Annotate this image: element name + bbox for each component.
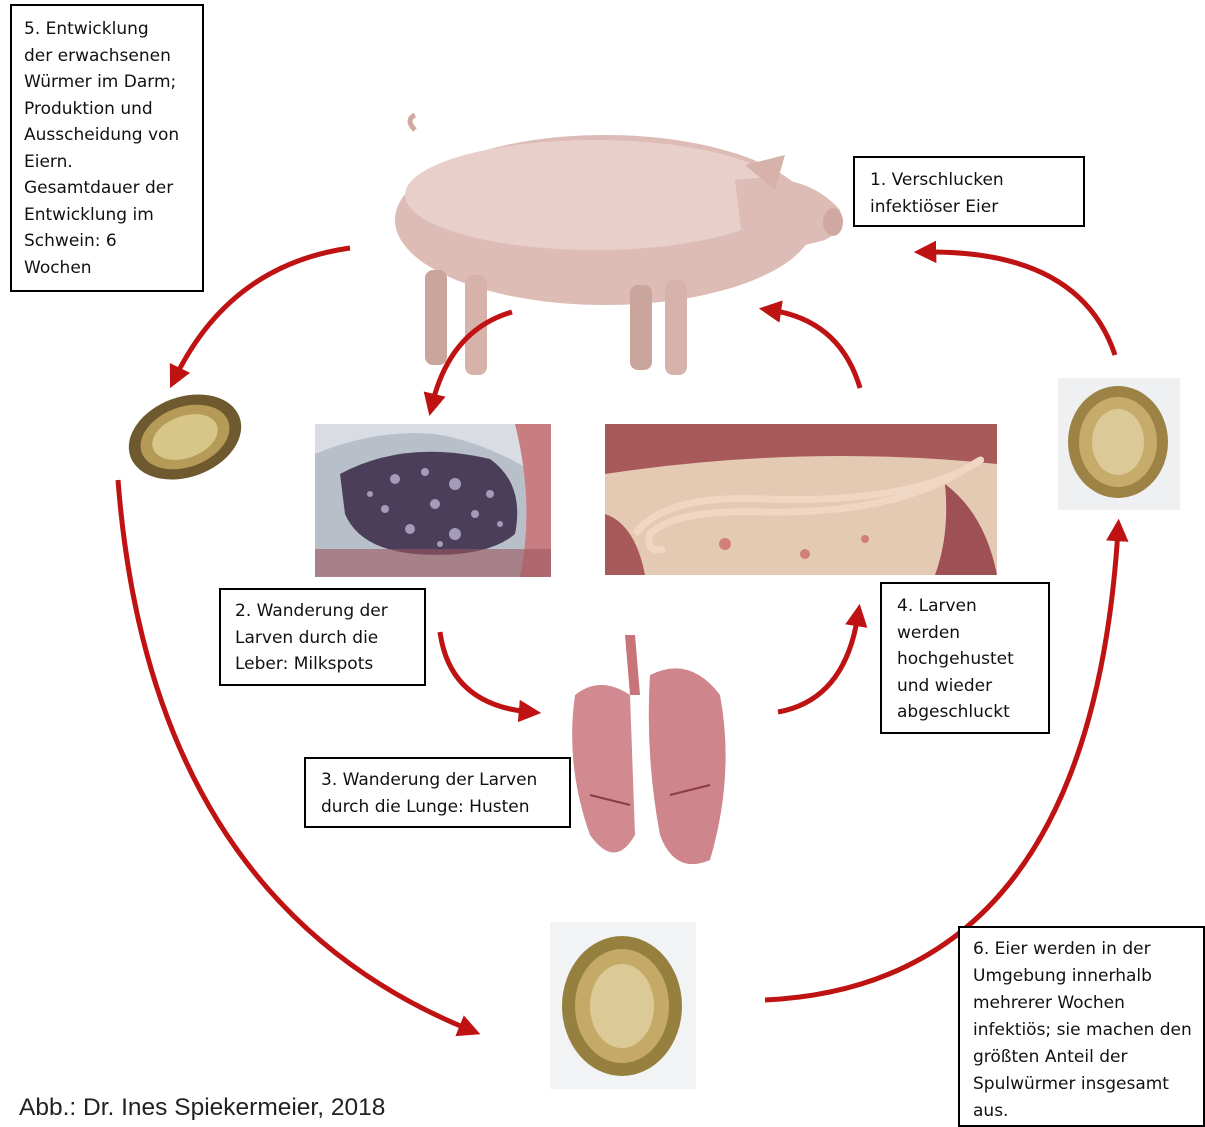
step5-line: Entwicklung im [24,202,190,229]
step1-box: 1. Verschlucken infektiöser Eier [853,156,1085,227]
step5-line: Ausscheidung von [24,122,190,149]
step6-line: mehrerer Wochen [973,990,1191,1017]
step6-box: 6. Eier werden in der Umgebung innerhalb… [958,926,1205,1127]
step4-box: 4. Larven werden hochgehustet und wieder… [880,582,1050,734]
figure-caption: Abb.: Dr. Ines Spiekermeier, 2018 [19,1094,385,1122]
arrow-worm-to-pig [770,310,860,388]
step2-line: Leber: Milkspots [235,651,412,678]
step5-line: Würmer im Darm; [24,69,190,96]
step3-box: 3. Wanderung der Larven durch die Lunge:… [304,757,571,828]
step5-line: Schwein: 6 [24,228,190,255]
step1-line: infektiöser Eier [870,194,1071,221]
arrow-pig-to-liver [432,312,512,405]
arrow-liver-to-lung [440,632,530,712]
step4-line: 4. Larven [897,593,1036,620]
step2-box: 2. Wanderung der Larven durch die Leber:… [219,588,426,686]
step6-line: Umgebung innerhalb [973,963,1191,990]
step5-line: Gesamtdauer der [24,175,190,202]
step3-line: 3. Wanderung der Larven [321,767,557,794]
step6-line: größten Anteil der [973,1044,1191,1071]
step4-line: hochgehustet [897,646,1036,673]
step6-line: aus. [973,1098,1191,1125]
arrow-egg-right-to-pig [925,252,1115,355]
step2-line: Larven durch die [235,625,412,652]
step5-line: Eiern. [24,149,190,176]
step5-line: Produktion und [24,96,190,123]
step6-line: Spulwürmer insgesamt [973,1071,1191,1098]
step5-box: 5. Entwicklung der erwachsenen Würmer im… [10,4,204,292]
step5-line: 5. Entwicklung [24,16,190,43]
step2-line: 2. Wanderung der [235,598,412,625]
step4-line: werden [897,620,1036,647]
step3-line: durch die Lunge: Husten [321,794,557,821]
step1-line: 1. Verschlucken [870,167,1071,194]
arrow-lung-to-worm [778,615,858,712]
step6-line: 6. Eier werden in der [973,936,1191,963]
arrow-egg-left-to-bottom [118,480,470,1030]
step6-line: infektiös; sie machen den [973,1017,1191,1044]
step4-line: und wieder [897,673,1036,700]
step4-line: abgeschluckt [897,699,1036,726]
step5-line: der erwachsenen [24,43,190,70]
step5-line: Wochen [24,255,190,282]
